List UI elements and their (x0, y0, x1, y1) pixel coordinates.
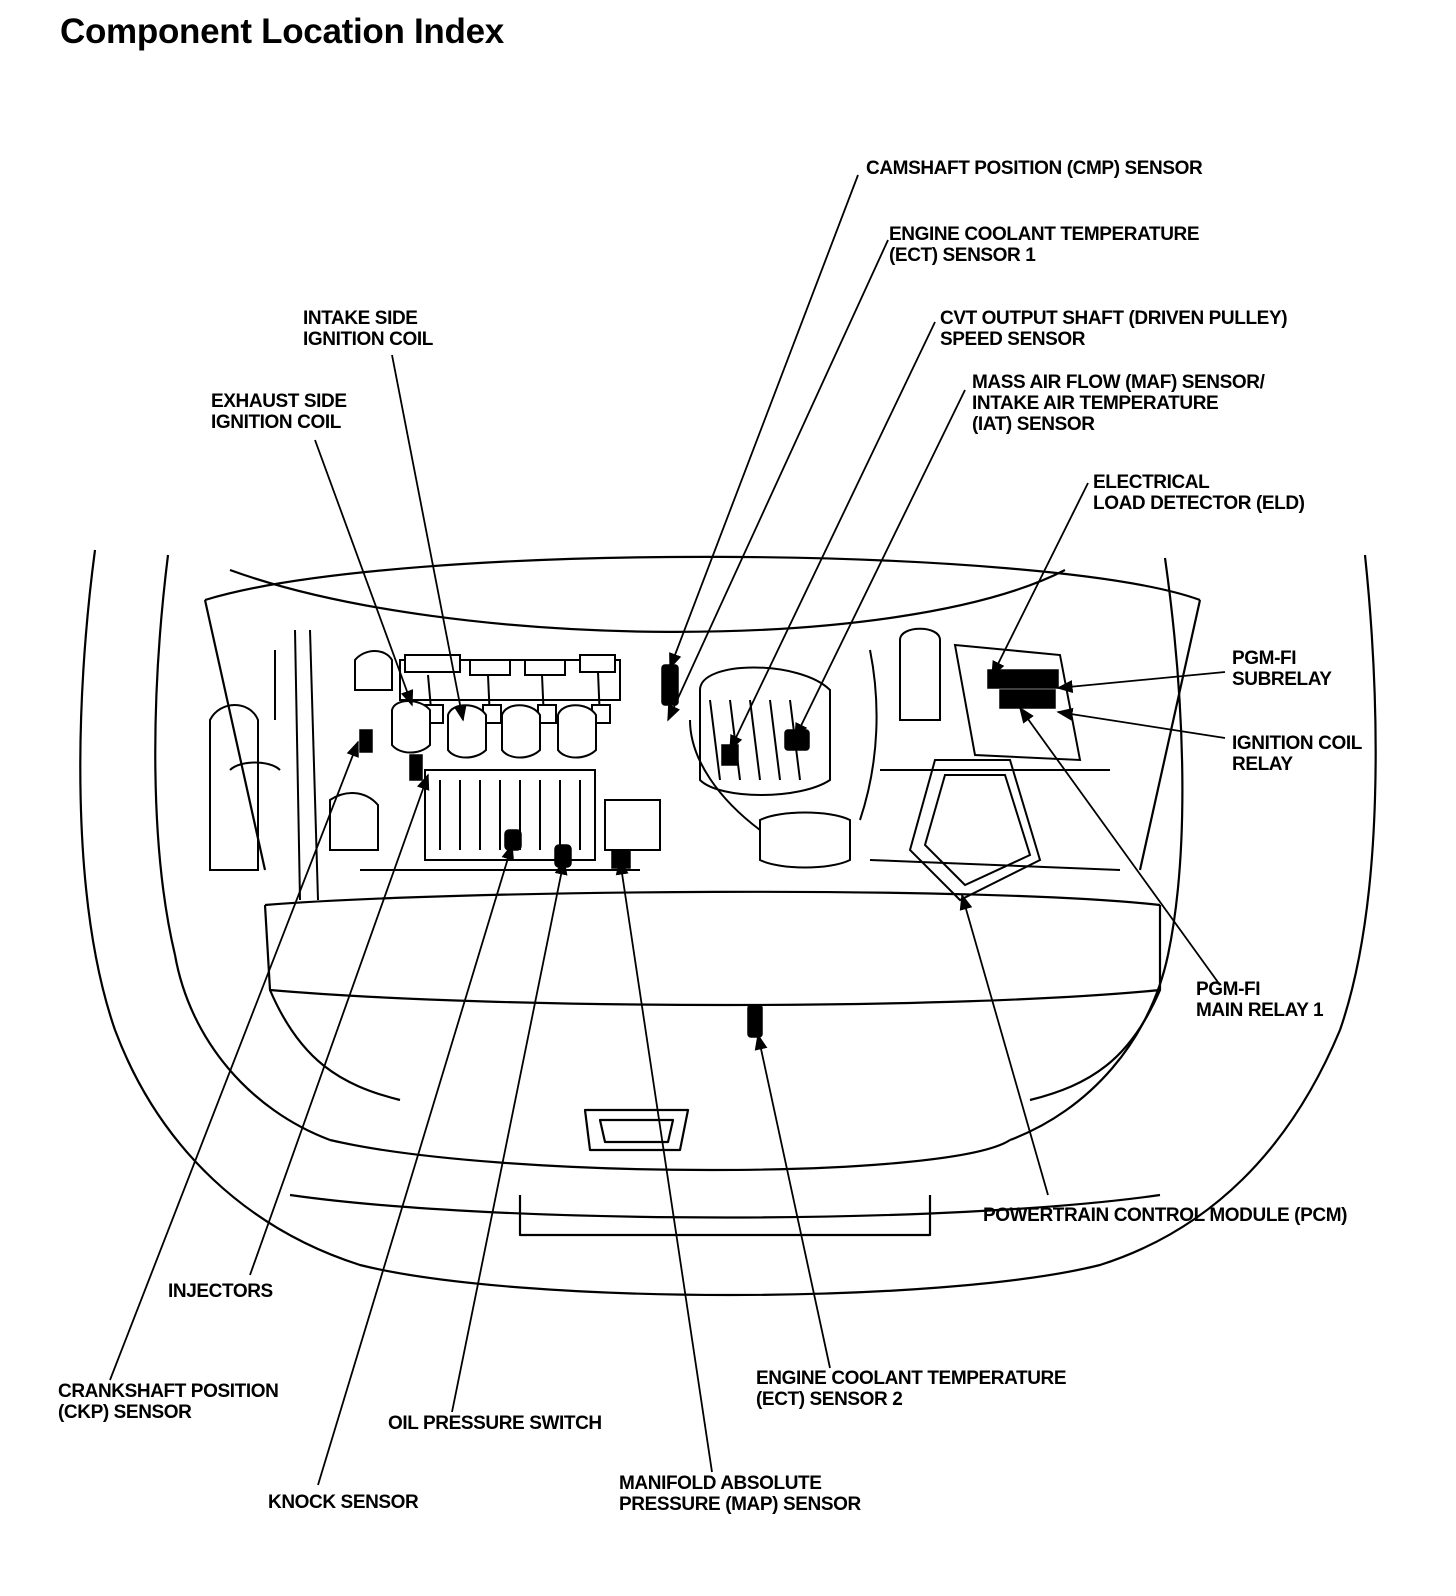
label-line: (ECT) SENSOR 2 (756, 1389, 903, 1410)
label-line: MASS AIR FLOW (MAF) SENSOR/ (972, 372, 1265, 393)
label-oil-pressure-switch: OIL PRESSURE SWITCH (388, 1413, 602, 1434)
ignition-coils (391, 654, 616, 759)
leader-eld (991, 482, 1089, 678)
leader-lines (109, 174, 1226, 1486)
label-line: IGNITION COIL (211, 412, 341, 433)
label-line: PRESSURE (MAP) SENSOR (619, 1494, 861, 1515)
leader-cmp (669, 174, 859, 670)
label-line: IGNITION COIL (303, 329, 433, 350)
label-cvt-speed-sensor: CVT OUTPUT SHAFT (DRIVEN PULLEY) SPEED S… (940, 308, 1288, 350)
label-map-sensor: MANIFOLD ABSOLUTE PRESSURE (MAP) SENSOR (619, 1473, 861, 1515)
leader-ect1 (667, 239, 889, 722)
label-line: KNOCK SENSOR (268, 1492, 419, 1513)
label-ignition-coil-relay: IGNITION COIL RELAY (1232, 733, 1362, 775)
label-line: INTAKE SIDE (303, 308, 418, 329)
leader-pcm (959, 893, 1049, 1196)
label-cmp-sensor: CAMSHAFT POSITION (CMP) SENSOR (866, 158, 1203, 179)
sensors (359, 664, 1059, 1038)
leader-ect2 (754, 1033, 831, 1369)
leader-exhaust-coil (314, 439, 414, 707)
leader-knock (317, 843, 514, 1486)
label-exhaust-ignition-coil: EXHAUST SIDE IGNITION COIL (211, 391, 347, 433)
leader-main-relay (1019, 706, 1221, 986)
label-maf-iat-sensor: MASS AIR FLOW (MAF) SENSOR/ INTAKE AIR T… (972, 372, 1265, 435)
label-knock-sensor: KNOCK SENSOR (268, 1492, 419, 1513)
label-ckp-sensor: CRANKSHAFT POSITION (CKP) SENSOR (58, 1381, 279, 1423)
leader-subrelay (1056, 671, 1226, 694)
label-line: LOAD DETECTOR (ELD) (1093, 493, 1305, 514)
leader-ckp (109, 740, 359, 1381)
label-line: INJECTORS (168, 1281, 273, 1302)
label-intake-ignition-coil: INTAKE SIDE IGNITION COIL (303, 308, 433, 350)
leader-coil-relay (1056, 707, 1226, 739)
leader-cvt (729, 321, 936, 752)
label-line: POWERTRAIN CONTROL MODULE (PCM) (983, 1205, 1348, 1226)
label-ect-sensor-1: ENGINE COOLANT TEMPERATURE (ECT) SENSOR … (889, 224, 1200, 266)
label-line: SUBRELAY (1232, 669, 1332, 690)
label-line: IGNITION COIL (1232, 733, 1362, 754)
label-line: MAIN RELAY 1 (1196, 1000, 1324, 1021)
label-line: CRANKSHAFT POSITION (58, 1381, 279, 1402)
label-line: PGM-FI (1196, 979, 1261, 1000)
label-ect-sensor-2: ENGINE COOLANT TEMPERATURE (ECT) SENSOR … (756, 1368, 1067, 1410)
label-line: EXHAUST SIDE (211, 391, 347, 412)
label-pgm-fi-subrelay: PGM-FI SUBRELAY (1232, 648, 1332, 690)
label-line: ELECTRICAL (1093, 472, 1210, 493)
label-injectors: INJECTORS (168, 1281, 273, 1302)
label-line: ENGINE COOLANT TEMPERATURE (756, 1368, 1067, 1389)
label-line: CAMSHAFT POSITION (CMP) SENSOR (866, 158, 1203, 179)
leader-injectors (249, 773, 430, 1276)
leader-maf (794, 389, 966, 740)
label-line: PGM-FI (1232, 648, 1297, 669)
label-line: CVT OUTPUT SHAFT (DRIVEN PULLEY) (940, 308, 1288, 329)
label-pcm: POWERTRAIN CONTROL MODULE (PCM) (983, 1205, 1347, 1226)
leader-map (615, 858, 713, 1473)
label-line: OIL PRESSURE SWITCH (388, 1413, 602, 1434)
label-line: RELAY (1232, 754, 1293, 775)
leader-oil (451, 858, 568, 1413)
vehicle-body (79, 549, 1377, 1297)
leader-intake-coil (391, 354, 467, 722)
label-line: SPEED SENSOR (940, 329, 1086, 350)
label-line: (IAT) SENSOR (972, 414, 1095, 435)
page-title: Component Location Index (60, 12, 504, 51)
label-line: INTAKE AIR TEMPERATURE (972, 393, 1219, 414)
label-line: MANIFOLD ABSOLUTE (619, 1473, 822, 1494)
label-line: ENGINE COOLANT TEMPERATURE (889, 224, 1200, 245)
label-line: (ECT) SENSOR 1 (889, 245, 1036, 266)
label-line: (CKP) SENSOR (58, 1402, 192, 1423)
label-eld: ELECTRICAL LOAD DETECTOR (ELD) (1093, 472, 1305, 514)
label-pgm-fi-main-relay: PGM-FI MAIN RELAY 1 (1196, 979, 1324, 1021)
